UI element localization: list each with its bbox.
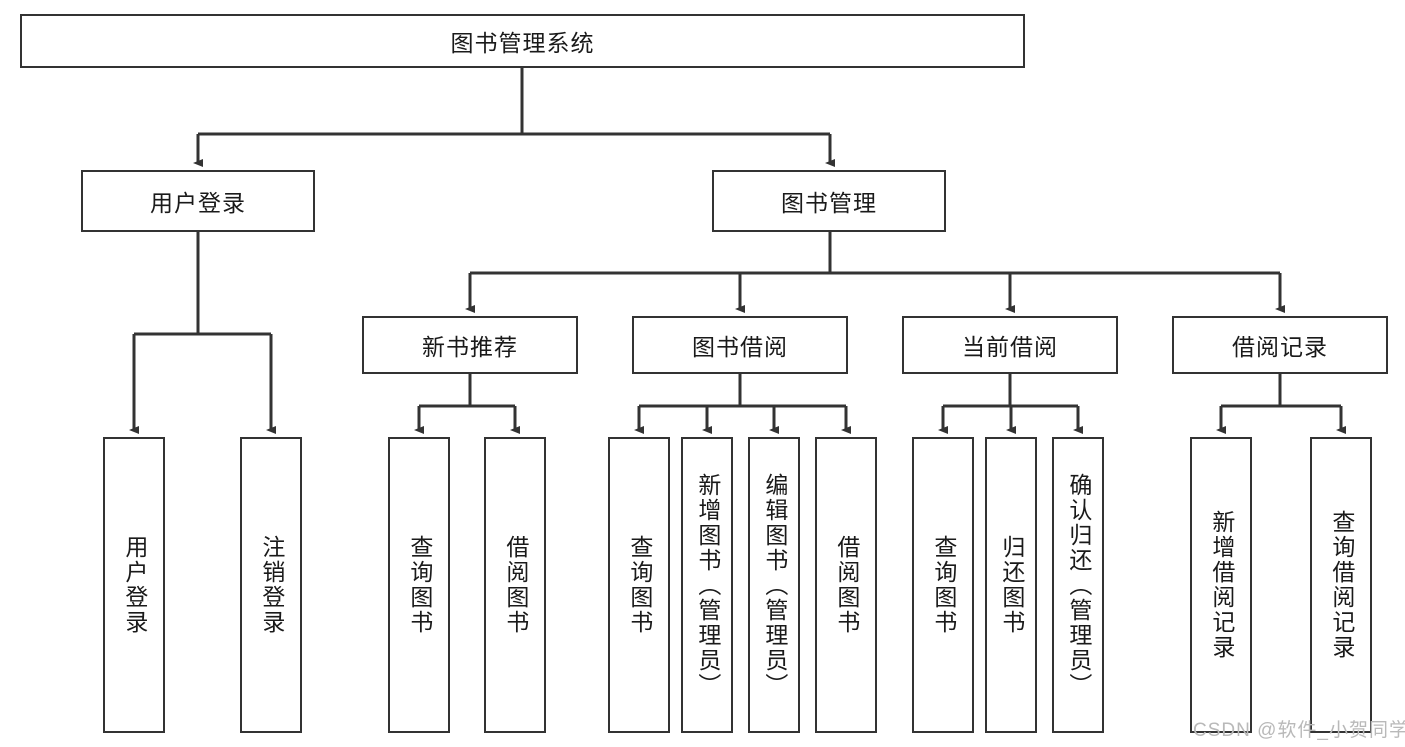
node-current-borrow[interactable]: 当前借阅 xyxy=(902,316,1118,374)
leaf-query-book-current[interactable]: 查询图书 xyxy=(912,437,974,733)
node-borrow-records[interactable]: 借阅记录 xyxy=(1172,316,1388,374)
node-book-management[interactable]: 图书管理 xyxy=(712,170,946,232)
leaf-borrow-book[interactable]: 借阅图书 xyxy=(815,437,877,733)
leaf-query-book-borrow[interactable]: 查询图书 xyxy=(608,437,670,733)
node-new-book-recommend[interactable]: 新书推荐 xyxy=(362,316,578,374)
leaf-confirm-return-admin[interactable]: 确认归还（管理员） xyxy=(1052,437,1104,733)
leaf-add-borrow-record[interactable]: 新增借阅记录 xyxy=(1190,437,1252,733)
leaf-add-book-admin[interactable]: 新增图书（管理员） xyxy=(681,437,733,733)
leaf-query-book-newbooks[interactable]: 查询图书 xyxy=(388,437,450,733)
leaf-edit-book-admin[interactable]: 编辑图书（管理员） xyxy=(748,437,800,733)
node-user-login[interactable]: 用户登录 xyxy=(81,170,315,232)
leaf-user-login[interactable]: 用户登录 xyxy=(103,437,165,733)
node-book-borrow[interactable]: 图书借阅 xyxy=(632,316,848,374)
leaf-borrow-book-newbooks[interactable]: 借阅图书 xyxy=(484,437,546,733)
leaf-query-borrow-record[interactable]: 查询借阅记录 xyxy=(1310,437,1372,733)
watermark-csdn: CSDN @软件_小贺同学 xyxy=(1193,720,1405,741)
leaf-return-book[interactable]: 归还图书 xyxy=(985,437,1037,733)
leaf-logout[interactable]: 注销登录 xyxy=(240,437,302,733)
node-root[interactable]: 图书管理系统 xyxy=(20,14,1025,68)
